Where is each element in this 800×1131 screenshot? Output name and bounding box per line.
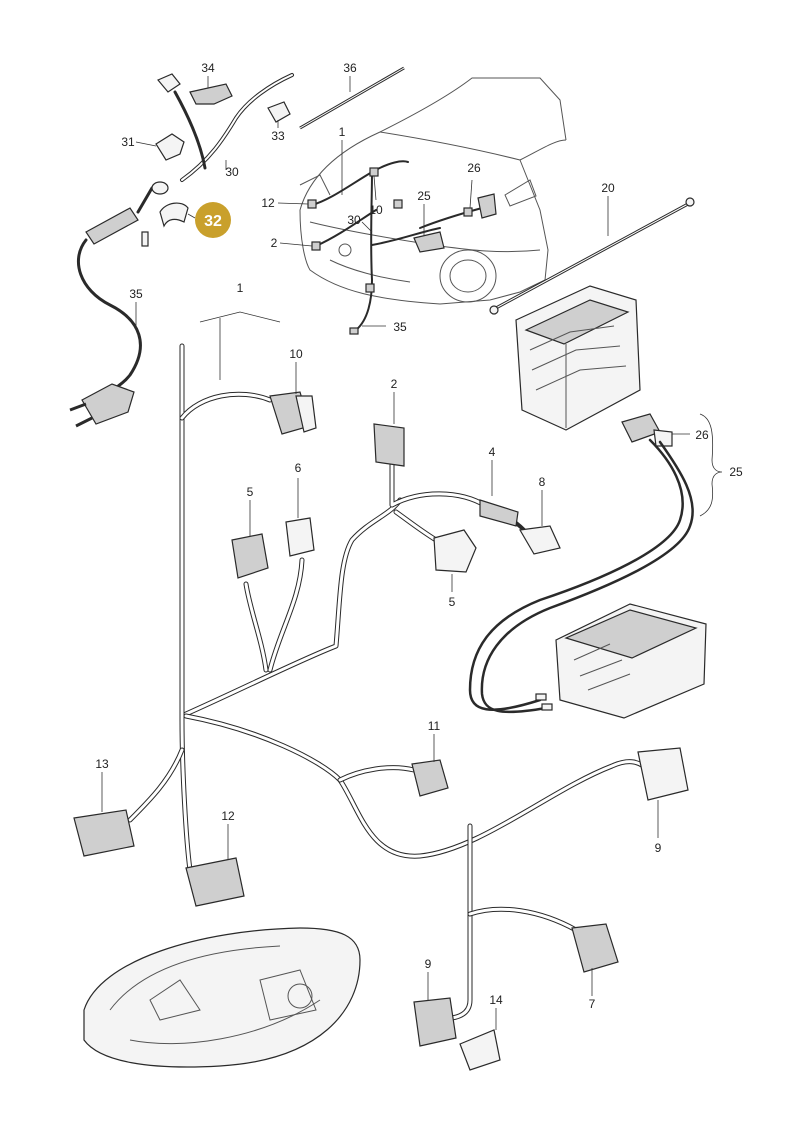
connector-2[interactable] [373, 423, 405, 467]
callout-10-car: 10 [369, 203, 383, 217]
connector-6[interactable] [285, 517, 315, 557]
cable-assembly-group [69, 66, 405, 428]
callout-1-main: 1 [237, 281, 244, 295]
leader-lines [101, 76, 723, 1030]
callout-26-car: 26 [467, 161, 481, 175]
grommet-part [155, 133, 185, 161]
callout-5-right: 5 [449, 595, 456, 609]
clip-part [267, 101, 291, 123]
callout-14: 14 [489, 993, 503, 1007]
callout-9-upper: 9 [655, 841, 662, 855]
callout-26-main: 26 [695, 428, 709, 442]
callout-10-main: 10 [289, 347, 303, 361]
callout-6: 6 [295, 461, 302, 475]
connector-5-right[interactable] [433, 529, 477, 573]
callout-31: 31 [121, 135, 135, 149]
connector-5-left[interactable] [231, 533, 269, 579]
callout-8: 8 [539, 475, 546, 489]
callout-2-main: 2 [391, 377, 398, 391]
callout-labels: 34 36 31 33 30 35 1 26 20 12 10 25 30 2 … [95, 61, 743, 1011]
connector-8[interactable] [479, 499, 561, 555]
fuse-box-lower [555, 603, 707, 719]
connector-9-upper[interactable] [637, 747, 689, 801]
callout-32-label: 32 [204, 213, 222, 230]
callout-1-car: 1 [339, 125, 346, 139]
callout-7: 7 [589, 997, 596, 1011]
headlight-unit [83, 927, 361, 1068]
main-harness [127, 343, 651, 1021]
connector-9-lower[interactable] [413, 997, 457, 1047]
connector-13[interactable] [73, 809, 135, 857]
callout-36: 36 [343, 61, 357, 75]
callout-34: 34 [201, 61, 215, 75]
car-illustration [299, 77, 695, 335]
fuse-box-upper [515, 285, 641, 431]
callout-12-main: 12 [221, 809, 235, 823]
callout-33: 33 [271, 129, 285, 143]
bracket-part [157, 73, 233, 105]
callout-9-lower: 9 [425, 957, 432, 971]
callout-35-top: 35 [129, 287, 143, 301]
connector-7[interactable] [571, 923, 619, 973]
callout-25-main: 25 [729, 465, 743, 479]
connector-12[interactable] [185, 857, 245, 907]
power-plug [69, 383, 135, 428]
callout-20: 20 [601, 181, 615, 195]
callout-4: 4 [489, 445, 496, 459]
highlighted-part-32[interactable]: 32 [159, 202, 231, 238]
connector-10[interactable] [269, 391, 317, 435]
connector-11[interactable] [411, 759, 449, 797]
callout-30-top: 30 [225, 165, 239, 179]
bracket-14[interactable] [459, 1029, 501, 1071]
callout-13: 13 [95, 757, 109, 771]
callout-35-car: 35 [393, 320, 407, 334]
callout-30-car: 30 [347, 213, 361, 227]
callout-32-badge[interactable] [195, 202, 231, 238]
fuse-wiring-25 [468, 413, 694, 714]
callout-5-left: 5 [247, 485, 254, 499]
callout-12-car: 12 [261, 196, 275, 210]
callout-2-car: 2 [271, 236, 278, 250]
callout-25-car: 25 [417, 189, 431, 203]
callout-11: 11 [428, 719, 441, 733]
